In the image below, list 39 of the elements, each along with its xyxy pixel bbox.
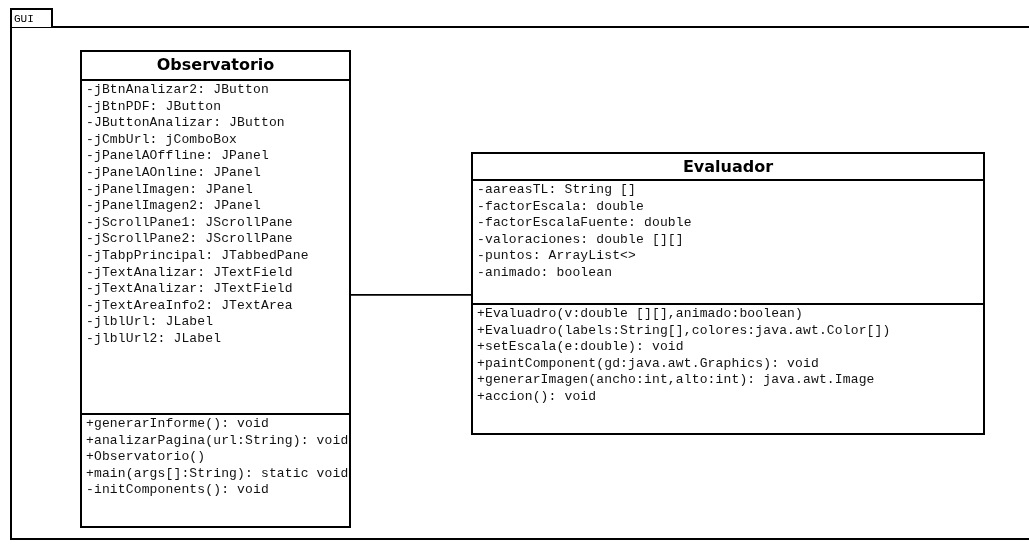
method-text: +Observatorio() bbox=[86, 449, 207, 466]
attribute-text: -jPanelAOnline: JPanel bbox=[86, 164, 262, 182]
package-name: GUI bbox=[10, 8, 53, 27]
attribute-text: -jTabpPrincipal: JTabbedPane bbox=[86, 247, 310, 265]
method-text: +main(args[]:String): static void bbox=[86, 465, 350, 483]
attribute-text: -jCmbUrl: jComboBox bbox=[86, 131, 239, 149]
attribute-text: -JButtonAnalizar: JButton bbox=[86, 115, 286, 132]
method-text: +Evaluadro(labels:String[],colores:java.awt.Color[]) bbox=[477, 322, 892, 340]
attribute-text: -jPanelAOffline: JPanel bbox=[86, 148, 270, 165]
method-text: +setEscala(e:double): void bbox=[477, 339, 685, 356]
attribute-text: -animado: boolean bbox=[477, 264, 614, 282]
attribute-text: -factorEscalaFuente: double bbox=[477, 215, 693, 232]
attribute-text: -valoraciones: double [][] bbox=[477, 231, 685, 249]
attribute-text: -jPanelImagen2: JPanel bbox=[86, 198, 262, 215]
method-text: +analizarPagina(url:String): void bbox=[86, 432, 350, 450]
method-text: +accion(): void bbox=[477, 388, 598, 406]
attribute-text: -jBtnAnalizar2: JButton bbox=[86, 82, 270, 99]
attribute-text: -jScrollPane2: JScrollPane bbox=[86, 231, 294, 248]
attribute-text: -jBtnPDF: JButton bbox=[86, 98, 223, 116]
attribute-text: -jTextAnalizar: JTextField bbox=[86, 264, 294, 282]
attribute-text: -jlblUrl2: JLabel bbox=[86, 330, 223, 348]
class-name: Evaluador bbox=[681, 156, 775, 178]
class-box bbox=[471, 152, 985, 435]
attribute-text: -aareasTL: String [] bbox=[477, 182, 638, 199]
attribute-text: -factorEscala: double bbox=[477, 198, 645, 216]
attribute-text: -jlblUrl: JLabel bbox=[86, 314, 215, 331]
method-text: +generarImagen(ancho:int,alto:int): java.awt.Image bbox=[477, 372, 876, 389]
method-text: +Evaluadro(v:double [][],animado:boolean) bbox=[477, 306, 804, 323]
method-text: +generarInforme(): void bbox=[86, 416, 270, 433]
attribute-text: -jTextAnalizar: JTextField bbox=[86, 281, 294, 298]
method-text: +paintComponent(gd:java.awt.Graphics): void bbox=[477, 355, 820, 373]
attribute-text: -jPanelImagen: JPanel bbox=[86, 181, 254, 199]
attribute-text: -jScrollPane1: JScrollPane bbox=[86, 214, 294, 232]
association-line bbox=[350, 294, 472, 296]
method-text: -initComponents(): void bbox=[86, 482, 270, 499]
class-name: Observatorio bbox=[155, 54, 276, 76]
class-box bbox=[80, 50, 351, 528]
attribute-text: -puntos: ArrayList<> bbox=[477, 248, 638, 265]
attribute-text: -jTextAreaInfo2: JTextArea bbox=[86, 297, 294, 315]
